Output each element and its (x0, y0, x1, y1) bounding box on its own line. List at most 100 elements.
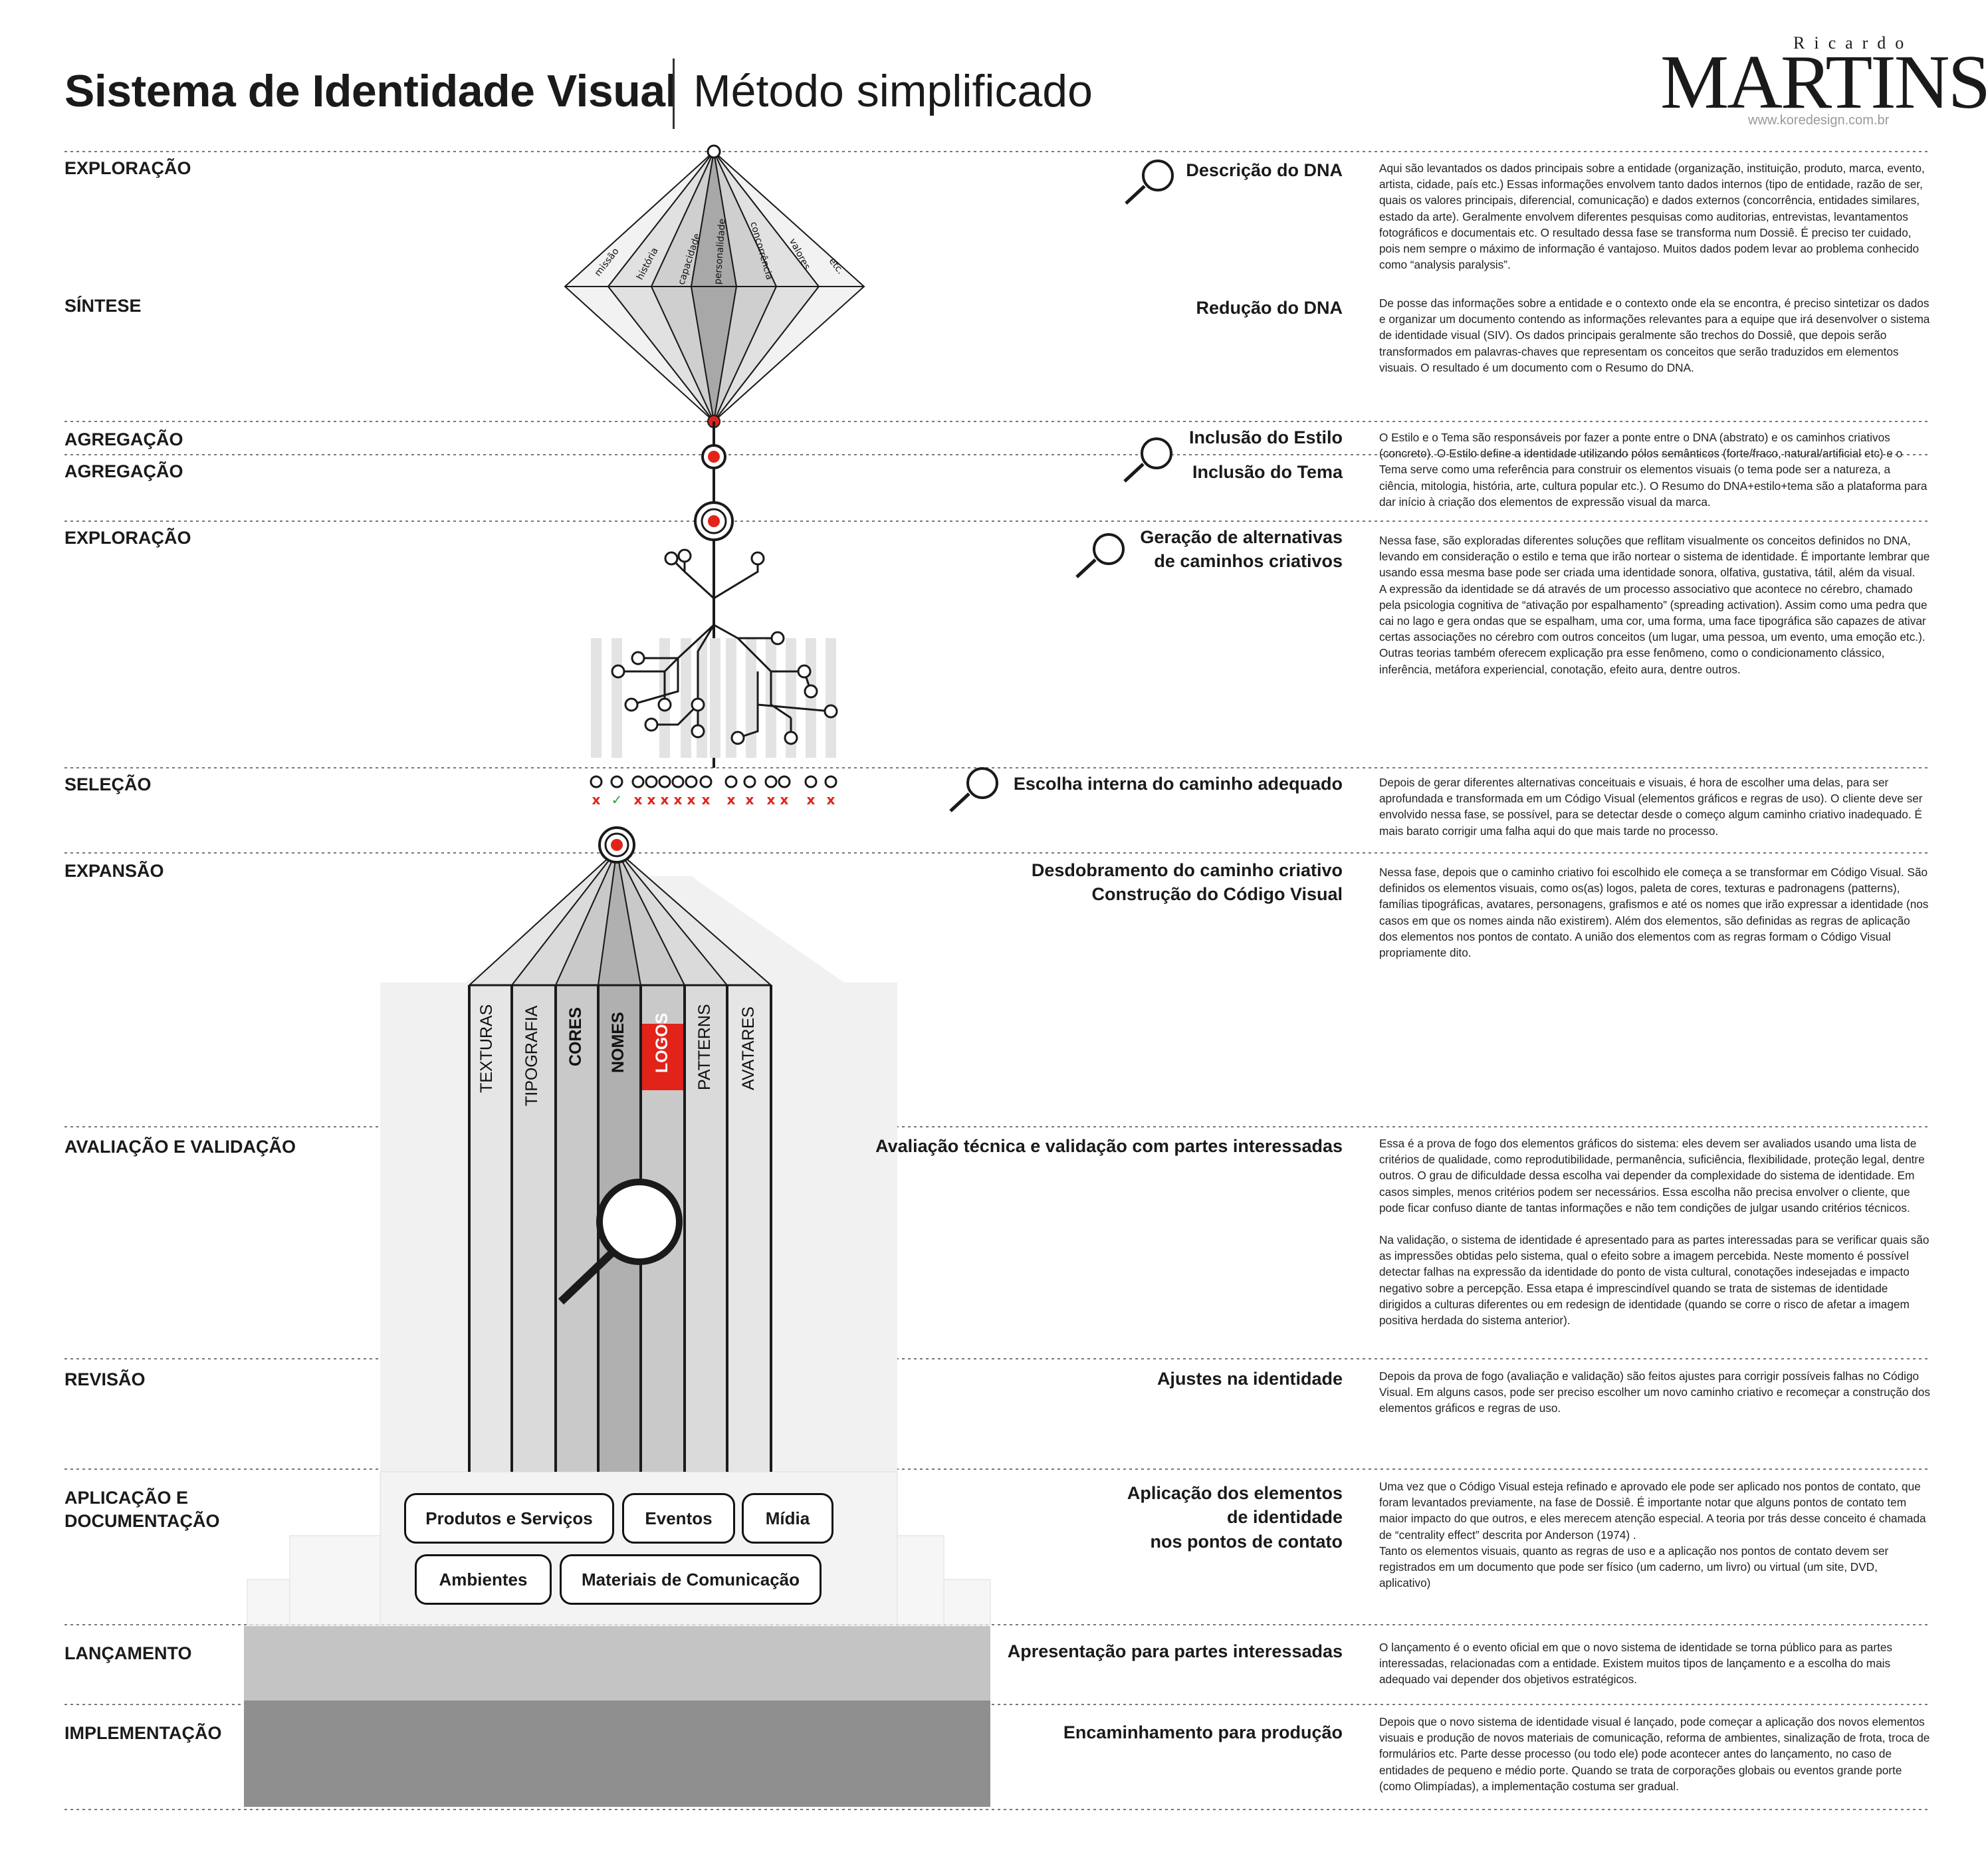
phase-label: REVISÃO (64, 1369, 146, 1389)
phase-label: LANÇAMENTO (64, 1643, 192, 1663)
magnifier-handle (1125, 185, 1146, 205)
option-circle (685, 775, 698, 788)
page-title: Sistema de Identidade Visual (64, 66, 677, 116)
path-node (624, 697, 639, 712)
logo-lastname: MARTINS (1660, 40, 1988, 125)
touchpoint-box: Eventos (622, 1493, 735, 1544)
step-description: Aqui são levantados os dados principais … (1379, 162, 1925, 272)
path-column (681, 638, 691, 758)
style-node-core (708, 451, 720, 463)
phase-label: APLICAÇÃO E DOCUMENTAÇÃO (64, 1488, 220, 1532)
rejected-mark: x (674, 792, 683, 808)
option-circle (699, 775, 713, 788)
path-node (611, 664, 625, 679)
code-column (727, 985, 771, 1472)
step-description: De posse das informações sobre a entidad… (1379, 296, 1930, 374)
description-paragraph: Essa é a prova de fogo dos elementos grá… (1379, 1137, 1925, 1215)
step-title: Avaliação técnica e validação com partes… (875, 1136, 1343, 1156)
code-column (556, 985, 598, 1472)
rejected-mark: x (767, 792, 776, 808)
step-description: O lançamento é o evento oficial em que o… (1379, 1641, 1893, 1687)
tree-branches (618, 540, 831, 739)
description-paragraph: Na validação, o sistema de identidade é … (1379, 1233, 1930, 1328)
step-title: Aplicação dos elementos de identidade no… (1127, 1483, 1343, 1552)
magnifier-icon (1093, 533, 1125, 565)
logo-url: www.koredesign.com.br (1748, 113, 1890, 128)
magnifier-icon (1142, 160, 1174, 191)
logos-highlight (641, 1024, 683, 1090)
option-circle (631, 775, 645, 788)
option-circle (743, 775, 756, 788)
path-node (644, 717, 659, 732)
step-description: Depois de gerar diferentes alternativas … (1379, 776, 1923, 838)
logo-firstname: Ricardo (1793, 33, 1914, 53)
dna-top-node (707, 144, 721, 159)
step-description: Essa é a prova de fogo dos elementos grá… (1379, 1135, 1931, 1344)
path-node (784, 731, 798, 745)
step-title: Ajustes na identidade (1157, 1369, 1343, 1389)
code-column (469, 985, 512, 1472)
stair-step (897, 1535, 944, 1625)
code-column (512, 985, 556, 1472)
theme-node-core (708, 515, 720, 527)
rejected-mark: x (647, 792, 656, 808)
rejected-mark: x (634, 792, 643, 808)
path-node (677, 548, 692, 563)
path-column (826, 638, 836, 758)
path-node (750, 551, 765, 566)
path-column (786, 638, 796, 758)
option-circle (658, 775, 671, 788)
phase-label: SELEÇÃO (64, 774, 152, 794)
step-description: O Estilo e o Tema são responsáveis por f… (1379, 431, 1928, 509)
touchpoint-box: Materiais de Comunicação (560, 1554, 822, 1605)
path-node (804, 684, 818, 699)
creative-paths-tree (591, 540, 838, 758)
path-column (726, 638, 736, 758)
approved-mark: ✓ (611, 792, 623, 808)
path-column (611, 638, 622, 758)
magnifier-icon (1141, 437, 1172, 469)
option-circle (610, 775, 623, 788)
magnifier-icon (966, 767, 998, 799)
expansion-node-core (611, 839, 623, 851)
step-description: Depois da prova de fogo (avaliação e val… (1379, 1369, 1930, 1415)
phase-label: EXPLORAÇÃO (64, 528, 191, 548)
magnifier-handle (949, 792, 970, 812)
option-circle (671, 775, 685, 788)
phase-label: SÍNTESE (64, 296, 142, 316)
step-title: Inclusão do Tema (1192, 462, 1343, 482)
step-title: Escolha interna do caminho adequado (1013, 774, 1343, 794)
visual-code-column-label: AVATARES (739, 1006, 758, 1090)
visual-code-column-label: NOMES (609, 1012, 627, 1073)
rejected-mark: x (687, 792, 696, 808)
step-title: Encaminhamento para produção (1063, 1722, 1343, 1742)
phase-label: EXPLORAÇÃO (64, 158, 191, 178)
path-column (746, 638, 756, 758)
path-column (710, 638, 720, 758)
rejected-mark: x (827, 792, 835, 808)
rejected-mark: x (592, 792, 601, 808)
visual-code-column-label: TEXTURAS (477, 1004, 496, 1093)
stair-step (289, 1535, 381, 1625)
rejected-mark: x (746, 792, 754, 808)
magnifier-icons (949, 160, 1174, 812)
dna-diamond (564, 144, 865, 428)
magnifier-handle (1123, 463, 1145, 483)
phase-label: IMPLEMENTAÇÃO (64, 1723, 222, 1743)
touchpoint-box: Produtos e Serviços (404, 1493, 614, 1544)
path-node (691, 724, 705, 739)
implementation-band (244, 1700, 990, 1807)
phase-label: AGREGAÇÃO (64, 429, 183, 449)
visual-code-column-label: PATTERNS (695, 1004, 714, 1090)
phase-label: AVALIAÇÃO E VALIDAÇÃO (64, 1137, 296, 1157)
touchpoint-box: Ambientes (415, 1554, 552, 1605)
launch-band (244, 1626, 990, 1700)
phase-label: EXPANSÃO (64, 861, 164, 881)
path-node (797, 664, 812, 679)
path-node (631, 651, 645, 665)
path-node (691, 697, 705, 712)
page-subtitle: Método simplificado (693, 66, 1093, 116)
visual-code-column-label-highlight: LOGOS (653, 1012, 671, 1073)
option-circle (778, 775, 791, 788)
